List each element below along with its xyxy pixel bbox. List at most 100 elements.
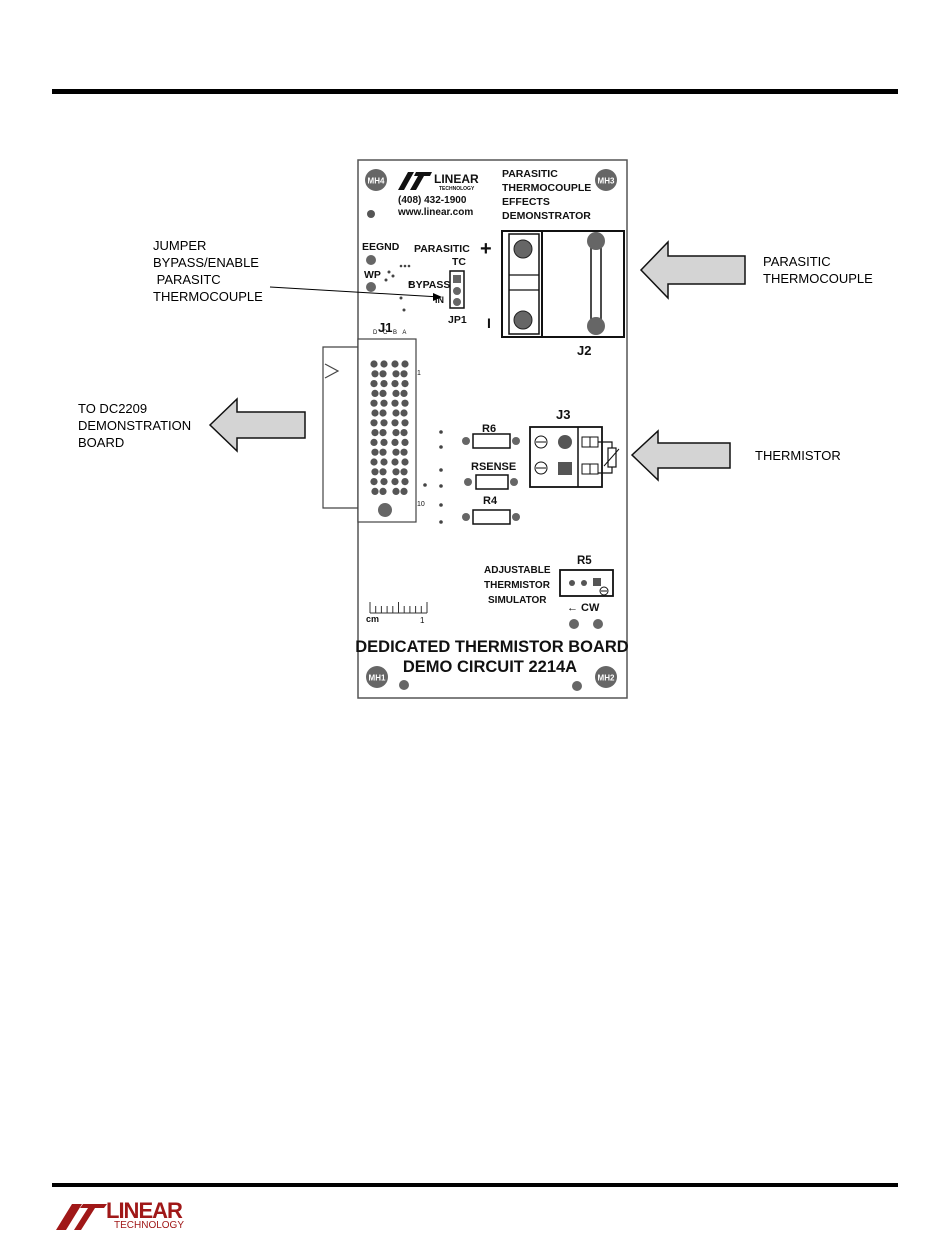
j1-pin: [400, 429, 408, 437]
test-pad: [569, 619, 579, 629]
footer-logo-word: LINEAR: [106, 1198, 183, 1223]
title-line-4: DEMONSTRATOR: [502, 210, 591, 222]
lt-logo-icon: [398, 172, 432, 190]
tc-label: TC: [452, 256, 466, 268]
top-rule: [52, 89, 898, 94]
j1-pin: [400, 389, 408, 397]
bottom-rule: [52, 1183, 898, 1187]
j1-pin: [370, 478, 378, 486]
via: [399, 680, 409, 690]
thermistor-arrow: [630, 429, 731, 482]
j3-connector: [529, 426, 620, 488]
j1-pin: [401, 458, 409, 466]
j1-pin: [371, 487, 379, 495]
j1-pin: [379, 468, 387, 476]
j1-pin: [371, 468, 379, 476]
via: [367, 210, 375, 218]
j1-pin: [401, 478, 409, 486]
r4-label: R4: [483, 495, 498, 507]
mounting-hole-mh1: MH1: [366, 666, 388, 688]
footer-logo-sub: TECHNOLOGY: [114, 1220, 185, 1231]
j1-label: J1: [378, 320, 392, 335]
j1-pin: [400, 487, 408, 495]
j1-pin: [370, 360, 378, 368]
j1-pin: [400, 370, 408, 378]
j1-pin: [391, 360, 399, 368]
bypass-label: BYPASS: [408, 279, 450, 291]
r6-resistor: [462, 433, 520, 449]
j1-pin: [400, 409, 408, 417]
eegnd-label: EEGND: [362, 241, 400, 253]
jumper-pointer-arrow: [269, 286, 442, 301]
in-label: IN: [435, 295, 444, 305]
j1-pin: [370, 438, 378, 446]
lt-logo-icon: [56, 1204, 107, 1230]
company-phone: (408) 432-1900: [398, 195, 467, 206]
j1-pin: [380, 419, 388, 427]
j1-pin: [392, 370, 400, 378]
resistor-vias: [423, 430, 443, 524]
j1-pin: [401, 438, 409, 446]
j1-pin: [380, 399, 388, 407]
j1-pin: [370, 458, 378, 466]
r4-resistor: [462, 509, 520, 525]
j1-pin: [391, 438, 399, 446]
j1-pin: [400, 448, 408, 456]
rsense-resistor: [464, 474, 518, 490]
dc2209-callout-line: DEMONSTRATION: [78, 418, 192, 433]
board-logo: LINEAR TECHNOLOGY: [398, 172, 479, 192]
jp1-jumper: [449, 270, 465, 309]
j1-columns: D C B A: [373, 330, 408, 336]
j1-pin: [401, 399, 409, 407]
dc2209-callout-line: TO DC2209: [78, 401, 148, 416]
svg-text:MH3: MH3: [598, 177, 615, 186]
mounting-hole-mh3: MH3: [595, 169, 617, 191]
j1-pin: [391, 380, 399, 388]
jumper-callout-line: JUMPER: [153, 238, 207, 253]
j1-pin: [392, 468, 400, 476]
adjustable-line-3: SIMULATOR: [488, 595, 547, 606]
svg-text:LINEAR: LINEAR: [434, 172, 479, 186]
company-url: www.linear.com: [397, 207, 473, 218]
parasitic-thermocouple-callout: PARASITIC THERMOCOUPLE: [763, 253, 873, 287]
board-title-line-1: DEDICATED THERMISTOR BOARD: [355, 638, 629, 656]
r6-label: R6: [482, 423, 496, 435]
jumper-callout-line: BYPASS/ENABLE: [153, 255, 259, 270]
cw-label: ← CW: [567, 602, 600, 614]
j1-pin: [391, 399, 399, 407]
j1-pin: [392, 389, 400, 397]
j1-pin: [401, 380, 409, 388]
test-pad: [593, 619, 603, 629]
j1-pin: [380, 380, 388, 388]
eegnd-pad: [366, 255, 376, 265]
title-line-1: PARASITIC: [502, 168, 558, 180]
j1-pin: [380, 478, 388, 486]
title-line-2: THERMOCOUPLE: [502, 182, 591, 194]
svg-text:MH2: MH2: [598, 674, 615, 683]
jumper-callout-line: THERMOCOUPLE: [153, 289, 263, 304]
j1-pin: [370, 399, 378, 407]
j1-pin10-label: 10: [417, 501, 425, 508]
j1-pin: [371, 389, 379, 397]
thermistor-callout: THERMISTOR: [755, 447, 841, 464]
svg-text:TECHNOLOGY: TECHNOLOGY: [439, 186, 475, 192]
j1-pin: [391, 419, 399, 427]
j1-connector: [322, 338, 417, 523]
svg-text:MH1: MH1: [369, 674, 386, 683]
jumper-callout-line: PARASITC: [153, 272, 221, 287]
j1-pin: [380, 458, 388, 466]
cm-label: cm: [366, 614, 379, 624]
mounting-hole-mh4: MH4: [365, 169, 387, 191]
jp1-label: JP1: [448, 314, 467, 326]
j1-pin: [379, 409, 387, 417]
j1-pin: [379, 448, 387, 456]
j1-pin: [371, 370, 379, 378]
j1-pin: [392, 487, 400, 495]
j1-pin: [380, 438, 388, 446]
j1-pin: [392, 448, 400, 456]
j1-pin1-label: 1: [417, 370, 421, 377]
parasitic-label: PARASITIC: [414, 243, 470, 255]
wp-label: WP: [364, 269, 381, 281]
parasitic-thermocouple-arrow: [639, 240, 746, 300]
